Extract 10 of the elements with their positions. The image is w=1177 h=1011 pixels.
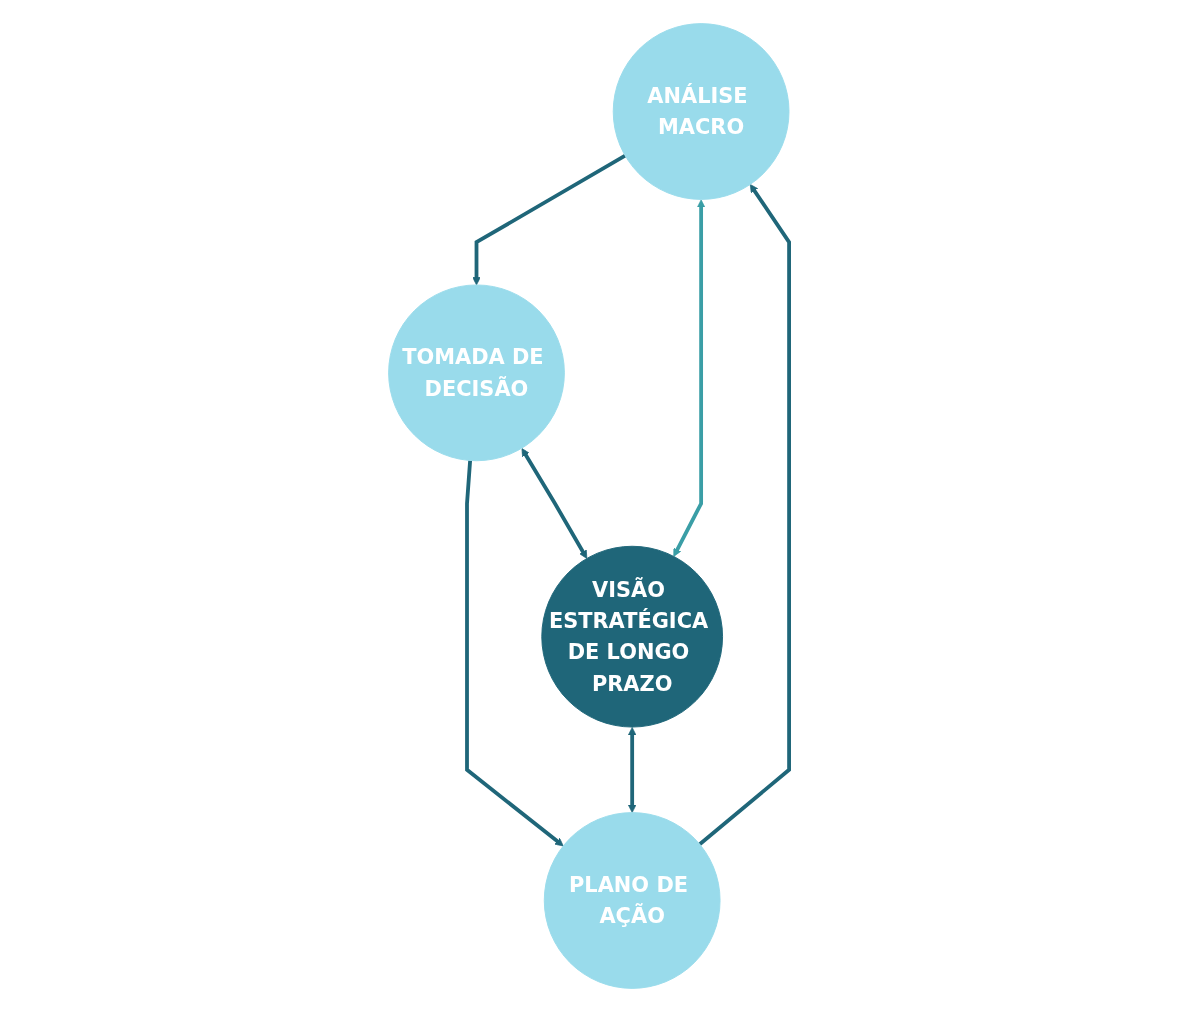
arrow [464,459,564,846]
arrow [673,198,705,557]
node-circle: ANÁLISE MACRO [612,22,790,200]
arrow [627,726,636,813]
node-circle: TOMADA DE DECISÃO [387,283,565,461]
arrow [472,153,626,285]
arrow [698,183,791,846]
node-circle: PLANO DE AÇÃO [543,811,721,989]
arrow [521,447,587,559]
node-circle: VISÃO ESTRATÉGICA DE LONGO PRAZO [540,545,723,728]
